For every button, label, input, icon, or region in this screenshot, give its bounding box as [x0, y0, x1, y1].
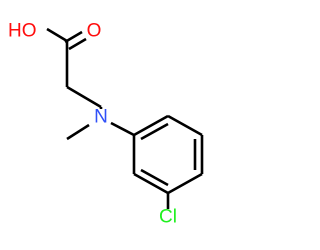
ring-inner-bond-3 — [140, 168, 169, 187]
ring-bond-2 — [167, 114, 203, 137]
ring-bond-5 — [133, 172, 169, 195]
carbonyl-oxygen-label: O — [87, 21, 102, 42]
ring-bond-1 — [133, 114, 169, 137]
ring-inner-bond-1 — [140, 122, 169, 141]
bond-n-ring — [110, 121, 135, 137]
structural-formula: HO O N Cl — [8, 21, 204, 228]
ring-bond-4 — [167, 172, 203, 195]
nitrogen-label: N — [94, 107, 108, 128]
bond-c1-oh — [46, 27, 68, 43]
bond-n-methyl — [66, 123, 90, 141]
chlorine-label: Cl — [159, 207, 177, 228]
hydroxyl-label: HO — [8, 21, 37, 42]
bond-c1-o-double-a — [64, 30, 83, 44]
bond-c1-o-double-b — [68, 37, 87, 51]
bond-c2-c3 — [66, 85, 102, 109]
